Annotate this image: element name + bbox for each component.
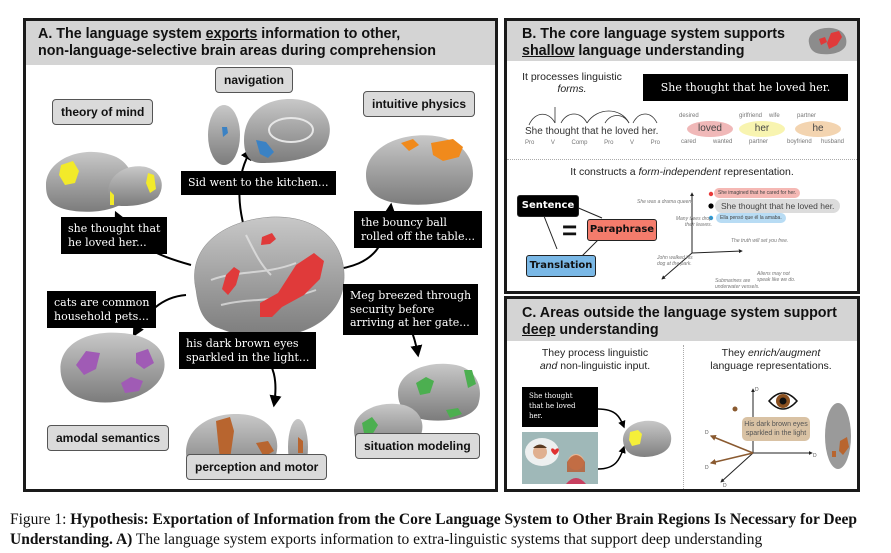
space-other-4: Aliens may not speak like we do. xyxy=(757,271,796,283)
heart-icon xyxy=(551,448,559,455)
quote-navigation: Sid went to the kitchen... xyxy=(181,171,336,195)
equals-sign: = xyxy=(562,215,578,245)
left-heading: They process linguistic and non-linguist… xyxy=(539,347,651,372)
word-loved: loved xyxy=(687,121,733,137)
axis-label-enrich-1: D xyxy=(705,430,709,436)
axis-label-enrich-2: D xyxy=(705,465,709,471)
label-theory-of-mind: theory of mind xyxy=(52,99,154,125)
concept-paraphrase: Paraphrase xyxy=(587,219,657,241)
language-brain-icon xyxy=(808,27,847,55)
axis-label-right: D xyxy=(813,453,817,459)
space-other-3: John walked his dog at the park. xyxy=(657,255,693,267)
input-brain-diagram xyxy=(598,408,672,470)
quote-theory-of-mind: she thought that he loved her... xyxy=(61,217,168,254)
quote-situation-modeling: Meg breezed through security before arri… xyxy=(343,284,479,335)
panel-b-header: B. The core language system supports sha… xyxy=(507,21,857,61)
caption-text: The language system exports information … xyxy=(132,531,763,548)
axis-label-top: D xyxy=(755,387,759,393)
eye-icon xyxy=(768,392,798,410)
space-translation: Ella pensó que él la amaba. xyxy=(716,213,786,223)
caption-label: Figure 1: xyxy=(10,511,71,528)
panel-a-header: A. The language system exports informati… xyxy=(26,21,495,65)
quote-intuitive-physics: the bouncy ball rolled off the table... xyxy=(354,211,482,248)
space-main: She thought that he loved her. xyxy=(715,199,841,213)
central-brain xyxy=(194,216,345,338)
quote-amodal-semantics: cats are common household pets... xyxy=(47,291,157,328)
intuitive-physics-brain xyxy=(366,135,473,205)
space-other-5: Submarines are underwater vessels. xyxy=(715,278,760,290)
panel-b-title-post: language understanding xyxy=(574,43,745,59)
panel-a-title-pre: A. The language system xyxy=(38,26,206,42)
panel-c: C. Areas outside the language system sup… xyxy=(504,296,860,492)
navigation-brain xyxy=(208,99,330,165)
theory-of-mind-brain xyxy=(46,151,162,212)
panel-b-title-line1: B. The core language system supports xyxy=(522,26,785,42)
couple-illustration xyxy=(522,432,598,484)
linguistic-input-box: She thought that he loved her. xyxy=(522,387,598,427)
panel-c-title-line1: C. Areas outside the language system sup… xyxy=(522,305,837,321)
enriched-representation: His dark brown eyes sparkled in the ligh… xyxy=(742,417,810,441)
dependency-arcs xyxy=(528,107,658,126)
space-other-2: The truth will set you free. xyxy=(731,238,789,244)
caption-title: Hypothesis: Exportation of Information f… xyxy=(10,511,857,548)
embedding-space-axes xyxy=(661,191,743,280)
panel-a-title-underline: exports xyxy=(205,26,258,42)
caption-part-label: A) xyxy=(112,531,133,548)
panel-a-diagram xyxy=(46,99,480,478)
forms-heading: It processes linguistic forms. xyxy=(522,71,622,95)
word-he: he xyxy=(795,121,841,137)
form-independent-heading: It constructs a form-independent represe… xyxy=(570,166,794,178)
concept-sentence: Sentence xyxy=(517,195,579,217)
panel-c-divider xyxy=(683,345,684,489)
label-perception-motor: perception and motor xyxy=(186,454,328,480)
language-regions xyxy=(222,233,324,317)
concept-translation: Translation xyxy=(526,255,596,277)
space-paraphrase: She imagined that he cared for her. xyxy=(714,188,801,198)
quote-perception-motor: his dark brown eyes sparkled in the ligh… xyxy=(179,332,317,369)
panel-b-title-underline: shallow xyxy=(522,43,575,59)
label-navigation: navigation xyxy=(215,67,294,93)
panel-c-title-post: understanding xyxy=(555,322,659,338)
example-sentence-box: She thought that he loved her. xyxy=(643,74,848,101)
space-other-1: Many trees drop their leaves. xyxy=(675,216,712,228)
pos-tags: Pro V Comp Pro V Pro xyxy=(525,140,660,146)
ventral-brain xyxy=(825,403,851,469)
parse-sentence: She thought that he loved her. xyxy=(525,126,659,137)
panel-c-title-underline: deep xyxy=(522,322,556,338)
word-neighbor-clouds: desired loved cared wanted girlfriend wi… xyxy=(679,113,845,145)
label-amodal-semantics: amodal semantics xyxy=(47,425,170,451)
space-other-0: She was a drama queen. xyxy=(637,199,693,205)
panel-b-divider xyxy=(507,159,857,160)
panel-a-title-post: information to other, xyxy=(257,26,401,42)
enrichment-space: D D D D D xyxy=(705,387,817,489)
panel-b: B. The core language system supports sha… xyxy=(504,18,860,294)
right-heading: They enrich/augment language representat… xyxy=(710,347,832,372)
amodal-semantics-brain xyxy=(60,332,165,403)
word-her: her xyxy=(739,121,785,137)
panel-a: A. The language system exports informati… xyxy=(23,18,498,492)
figure-caption: Figure 1: Hypothesis: Exportation of Inf… xyxy=(10,510,885,550)
label-situation-modeling: situation modeling xyxy=(355,433,480,459)
label-intuitive-physics: intuitive physics xyxy=(363,91,476,117)
axis-label-bottom: D xyxy=(723,483,727,489)
panel-a-title-line2: non-language-selective brain areas durin… xyxy=(38,43,437,59)
panel-c-header: C. Areas outside the language system sup… xyxy=(507,299,857,341)
